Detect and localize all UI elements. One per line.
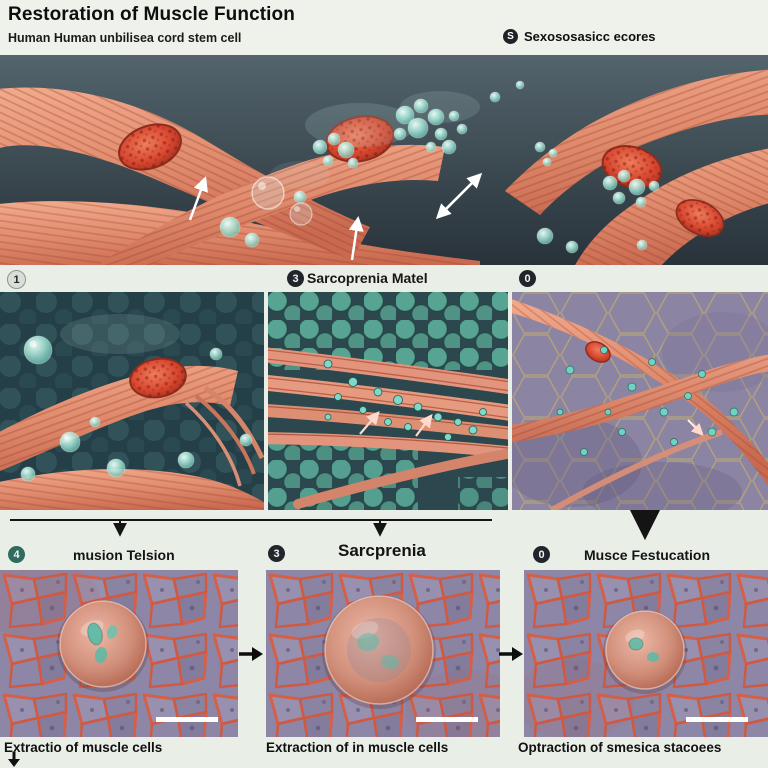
source-label: Sexososasicc ecores [524, 29, 656, 44]
source-icon: S [503, 29, 518, 44]
micrograph-extraction-3 [524, 570, 768, 737]
panel-fiber-integration [512, 292, 768, 510]
step-badge-3b: 3 [268, 545, 285, 562]
caption-left: Extractio of muscle cells [4, 740, 163, 755]
panel-fiber-regeneration [268, 292, 508, 510]
right-arrow-icon [498, 645, 524, 663]
scale-bar [156, 717, 218, 722]
flow-arrows-graphic [10, 499, 666, 541]
figure-subtitle: Human Human unbilisea cord stem cell [8, 31, 242, 45]
middle-row-title: Sarcoprenia Matel [307, 270, 428, 286]
fiber-integration-image [512, 292, 768, 510]
micrograph-1-image [0, 570, 238, 737]
micrograph-extraction-1 [0, 570, 238, 737]
scale-bar [686, 717, 748, 722]
caption-right: Optraction of smesica stacoees [518, 740, 722, 755]
panel-stem-cell-delivery [0, 292, 264, 510]
fiber-regeneration-image [268, 292, 508, 510]
micrograph-2-image [266, 570, 500, 737]
flow-arrows [0, 499, 768, 542]
micrograph-extraction-2 [266, 570, 500, 737]
header: Restoration of Muscle Function Human Hum… [0, 0, 768, 55]
down-arrow-small-icon [6, 752, 22, 767]
step-label-center: Sarcprenia [338, 541, 426, 560]
step-label-right: Musce Festucation [584, 547, 711, 563]
step-badge-3: 3 [287, 270, 304, 287]
micrograph-3-image [524, 570, 768, 737]
figure-title: Restoration of Muscle Function [8, 4, 295, 25]
hero-illustration-muscle-fibers [0, 55, 768, 265]
right-arrow-icon [238, 645, 264, 663]
step-label-left: musion Telsion [73, 547, 175, 563]
step-badge-1: 1 [7, 270, 26, 289]
step-badge-0b: 0 [533, 546, 550, 563]
hero-image [0, 55, 768, 265]
source-credit: S Sexososasicc ecores [503, 29, 656, 44]
stem-cell-delivery-image [0, 292, 264, 510]
scale-bar [416, 717, 478, 722]
step-badge-4: 4 [8, 546, 25, 563]
caption-center: Extraction of in muscle cells [266, 740, 449, 755]
step-badge-0: 0 [519, 270, 536, 287]
